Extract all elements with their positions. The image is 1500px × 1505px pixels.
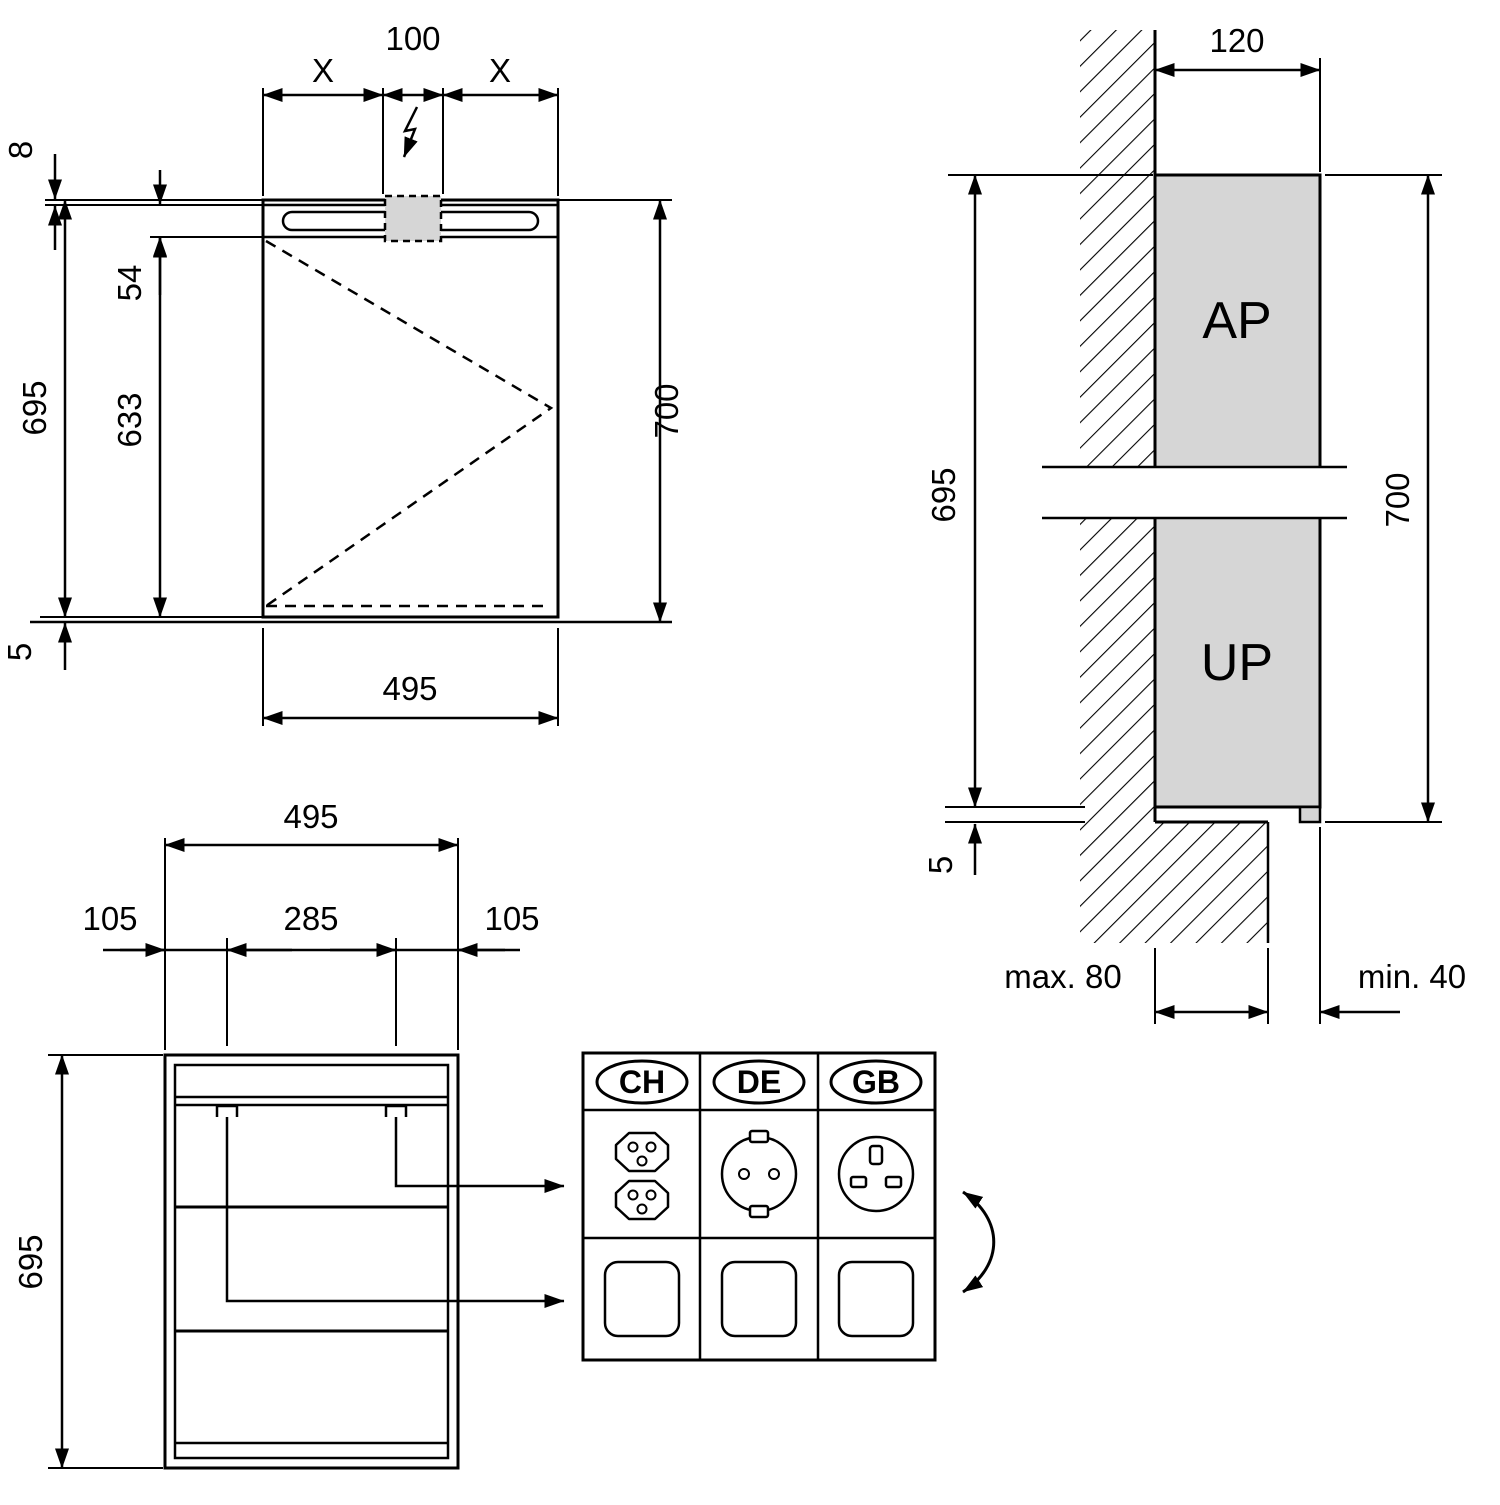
country-badge-gb <box>829 1059 923 1105</box>
country-badge-de <box>712 1059 806 1105</box>
dim-633: 633 <box>111 392 148 447</box>
de-socket-icon <box>720 1129 798 1219</box>
dim-8: 8 <box>2 141 39 159</box>
header-de: DE <box>737 1064 781 1100</box>
front-view: X 100 X 695 8 54 633 5 <box>1 20 685 726</box>
dim-105-right: 105 <box>484 900 539 937</box>
dim-max-80: max. 80 <box>1004 958 1121 995</box>
front-bottom-dimension: 495 <box>262 628 559 726</box>
ch-socket-icon <box>614 1131 670 1221</box>
dim-5-side: 5 <box>922 856 959 874</box>
side-right-dimension: 700 <box>1325 174 1442 823</box>
dim-5-front: 5 <box>1 643 38 661</box>
blank-plate-gb <box>837 1260 915 1338</box>
label-ap: AP <box>1202 292 1271 350</box>
interior-dimensions: 495 105 285 105 695 <box>12 798 540 1469</box>
dim-695-side: 695 <box>925 467 962 522</box>
dim-285: 285 <box>283 900 338 937</box>
socket-table: CH DE GB <box>581 1051 996 1362</box>
socket-mount-left <box>215 1104 239 1117</box>
dim-120: 120 <box>1209 22 1264 59</box>
leader-arrow-socket-row <box>394 1117 565 1193</box>
dim-495-bottom: 495 <box>283 798 338 835</box>
header-gb: GB <box>852 1064 900 1100</box>
cabinet-interior-outline <box>163 1053 460 1470</box>
side-left-dimensions: 695 5 <box>922 174 1153 875</box>
dim-495-front: 495 <box>382 670 437 707</box>
gb-socket-icon <box>837 1135 915 1213</box>
blank-plate-ch <box>603 1260 681 1338</box>
dim-105-left: 105 <box>82 900 137 937</box>
swap-arrow <box>962 1190 996 1294</box>
wall-hatch <box>1080 30 1155 822</box>
door-swing-dashed <box>265 239 554 608</box>
leader-arrow-blank-row <box>225 1117 565 1308</box>
header-ch: CH <box>619 1064 665 1100</box>
front-top-dimension: X 100 X <box>262 20 559 196</box>
side-top-dimension: 120 <box>1154 22 1321 172</box>
dim-x-left: X <box>312 52 334 89</box>
section-break-band <box>1040 468 1347 517</box>
interior-view: 495 105 285 105 695 <box>12 798 565 1470</box>
blank-plate-de <box>720 1260 798 1338</box>
door-lip <box>1298 805 1322 824</box>
dim-100: 100 <box>385 20 440 57</box>
cabinet-front-outline <box>261 198 560 619</box>
power-bolt-icon <box>402 106 419 158</box>
side-bottom-dimensions: max. 80 min. 40 <box>1004 827 1466 1024</box>
side-view: AP UP 120 695 5 700 <box>922 22 1466 1024</box>
socket-mount-right <box>384 1104 408 1117</box>
dim-695-bottom: 695 <box>12 1234 49 1289</box>
power-connection-box <box>383 194 443 243</box>
dim-700-front: 700 <box>648 383 685 438</box>
dim-700-side: 700 <box>1379 472 1416 527</box>
dim-695-front: 695 <box>16 380 53 435</box>
front-left-dimensions: 695 8 54 633 5 <box>1 141 263 670</box>
ledge-hatch <box>1080 822 1268 943</box>
dim-min-40: min. 40 <box>1358 958 1466 995</box>
dim-54: 54 <box>111 265 148 302</box>
label-up: UP <box>1201 634 1273 692</box>
country-badge-ch <box>595 1059 689 1105</box>
front-right-dimension: 700 <box>558 199 685 623</box>
dim-x-right: X <box>489 52 511 89</box>
